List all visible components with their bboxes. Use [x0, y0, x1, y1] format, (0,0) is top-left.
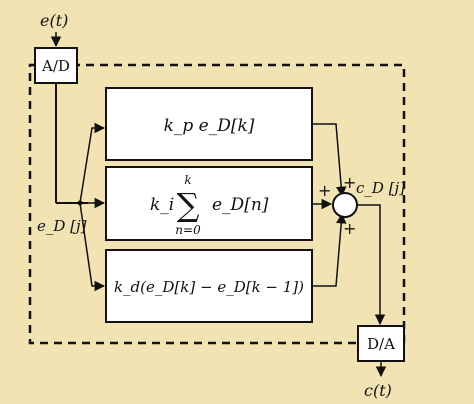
integral-term: e_D[n] — [212, 195, 269, 215]
digital-boundary — [28, 63, 406, 345]
integral-block — [105, 166, 313, 241]
discrete-error-label: e_D [j] — [37, 217, 87, 235]
branch-to-proportional — [79, 122, 106, 204]
branch-to-derivative — [79, 202, 106, 292]
derivative-to-sum — [312, 212, 347, 287]
summing-junction — [332, 192, 358, 218]
plus-sign-left: + — [318, 181, 331, 200]
derivative-block — [105, 249, 313, 323]
dac-label: D/A — [367, 335, 395, 353]
plus-sign-bottom: + — [343, 219, 356, 238]
proportional-term: k_p e_D[k] — [164, 116, 255, 136]
controller-output-label: c_D [j] — [356, 179, 405, 197]
adc-label: A/D — [41, 57, 70, 75]
sum-upper-limit: k — [184, 173, 191, 187]
sum-symbol: ∑ — [177, 186, 200, 224]
sum-lower-limit: n=0 — [175, 223, 201, 237]
dac-block — [357, 325, 405, 362]
adc-block — [34, 47, 78, 84]
input-signal-label: e(t) — [40, 11, 68, 30]
proportional-to-sum — [312, 123, 347, 198]
output-signal-label: c(t) — [364, 381, 392, 400]
sum-to-dac — [357, 204, 386, 326]
proportional-block — [105, 87, 313, 161]
derivative-term: k_d(e_D[k] − e_D[k − 1]) — [114, 278, 304, 296]
plus-sign-top: + — [343, 173, 356, 192]
integral-gain: k_i — [150, 195, 174, 215]
